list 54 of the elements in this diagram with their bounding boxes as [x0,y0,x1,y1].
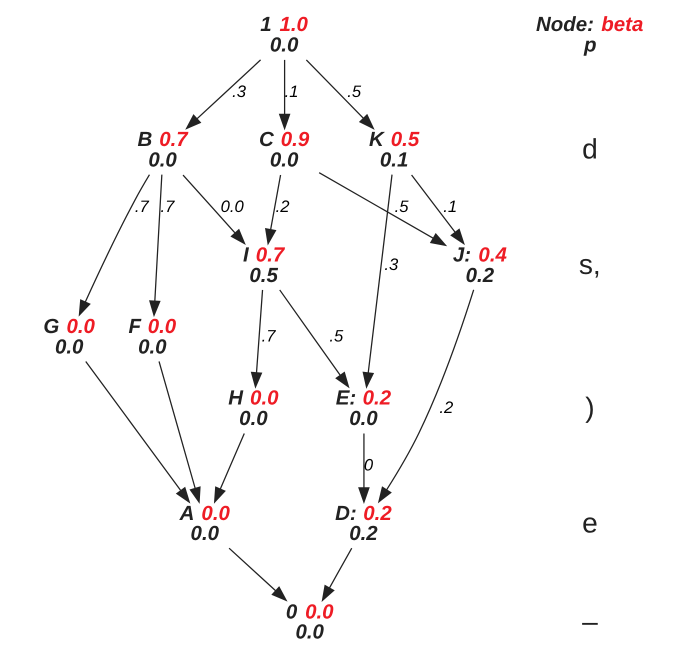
node-text: D: 0.2 0.2 [335,502,392,546]
edge-label: .2 [276,197,290,216]
edge-label: 0.0 [220,197,244,216]
arrow [149,174,162,318]
edge-label: .2 [439,398,454,418]
arrow [85,361,190,504]
arrow [250,290,264,389]
arrow [279,290,350,388]
arrow [358,434,370,504]
label: p [584,33,597,56]
edge-label: .7 [262,326,276,346]
arrow [228,548,288,602]
node-text: C 0.9 0.0 [259,128,310,172]
label: – [582,606,598,637]
node-text: G 0.0 0.0 [43,314,95,358]
node-text: E: 0.2 0.0 [336,386,392,430]
arrow [185,59,262,130]
node-text: H 0.0 0.0 [228,386,279,430]
arrow [278,60,290,130]
label: Node: [536,13,594,36]
label: e [582,507,598,538]
edge-label: .1 [284,82,298,102]
arrow [78,174,150,317]
node-text: F 0.0 0.0 [128,314,176,358]
arrow [306,59,375,130]
label: ) [585,392,595,424]
arrow [265,174,282,246]
label: d [582,134,598,165]
edge-label: 0 [364,456,374,475]
node-text: K 0.5 0.1 [369,128,420,172]
node-text: B 0.7 0.0 [137,128,188,172]
arrow [411,174,465,246]
edge-label: .5 [329,326,344,346]
node-text: 0 0.0 0.0 [286,600,334,644]
arrow [214,433,245,504]
edge-label: .7 [160,197,174,216]
arrow [318,172,448,246]
edge-label: .1 [443,197,458,216]
node-text: I 0.7 0.5 [243,243,284,287]
arrow [362,174,393,389]
node-text: J: 0.4 0.2 [452,243,507,287]
arrow [158,361,201,504]
label: beta [601,13,644,36]
edge-label: .3 [384,254,398,274]
edge-label: .3 [232,82,246,102]
arrow [182,174,246,246]
edge-label: .5 [394,197,409,216]
node-text: A 0.0 0.0 [180,502,230,546]
edge-label: .5 [347,82,362,102]
arrow [378,290,474,504]
label: s, [578,248,601,280]
edge-label: .7 [134,197,149,216]
node-text: 1 1.0 0.0 [260,13,308,56]
arrow [322,548,352,602]
